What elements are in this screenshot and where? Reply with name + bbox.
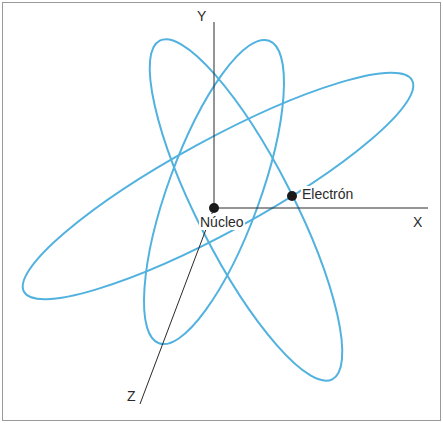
y-axis bbox=[214, 22, 215, 208]
orbits bbox=[2, 19, 434, 401]
part-label: Electrón bbox=[301, 186, 354, 202]
x-axis bbox=[214, 208, 428, 209]
z-axis bbox=[140, 208, 214, 404]
part-label: Núcleo bbox=[199, 214, 245, 230]
axes bbox=[140, 22, 428, 404]
orbit bbox=[2, 40, 434, 332]
nucleus-dot bbox=[209, 203, 219, 213]
electron-dot bbox=[287, 191, 297, 201]
axis-label: X bbox=[412, 214, 423, 230]
axis-label: Z bbox=[126, 388, 137, 404]
orbit bbox=[117, 19, 375, 401]
frame bbox=[3, 3, 441, 421]
axis-label: Y bbox=[196, 8, 207, 24]
